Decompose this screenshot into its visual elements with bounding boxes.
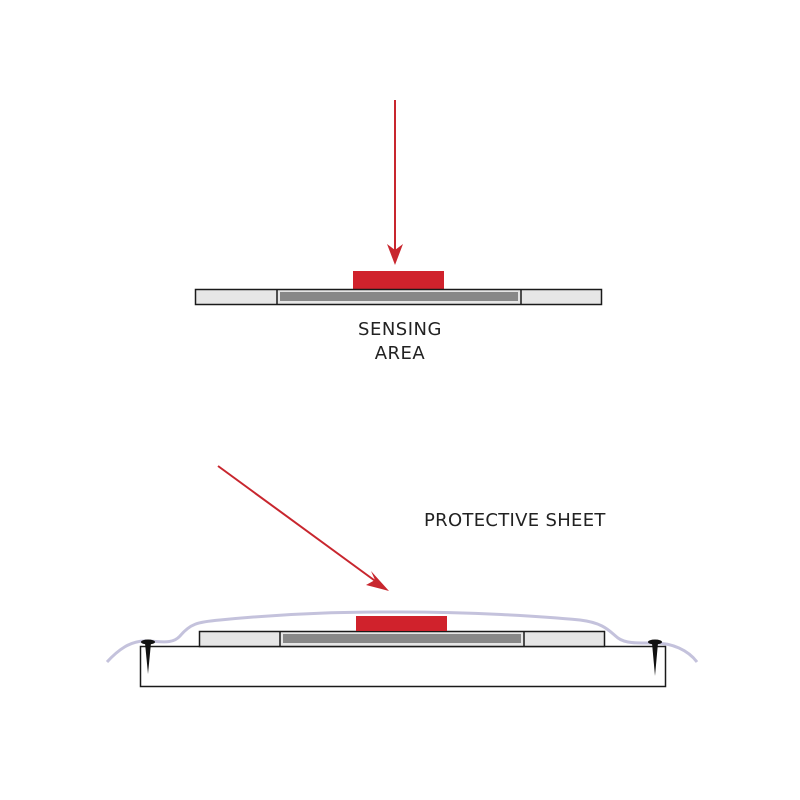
base-board (139, 645, 667, 688)
protective-sheet (105, 610, 699, 664)
sensing-area-inner (283, 634, 521, 643)
sensing-label-line1: SENSING (358, 319, 442, 340)
protective-sheet-label: PROTECTIVE SHEET (424, 510, 606, 531)
angled-force-arrow-shaft (217, 465, 379, 584)
arrow-head-icon (366, 571, 389, 591)
right-nail-icon (648, 639, 662, 676)
left-nail-icon (141, 639, 155, 674)
sensor-pad (356, 616, 447, 631)
sensing-area-inner (280, 292, 518, 301)
arrow-head-icon (387, 244, 403, 265)
sensing-label-line2: AREA (374, 343, 426, 364)
bottom-diagram (105, 465, 699, 688)
sensor-pad (353, 271, 444, 289)
sensing-area-label: SENSING AREA (300, 318, 500, 366)
top-diagram (194, 100, 603, 306)
